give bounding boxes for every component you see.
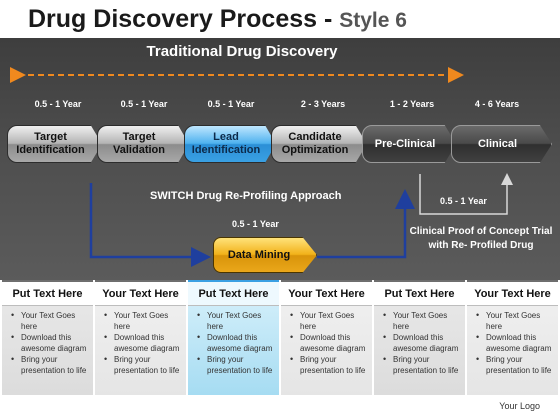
text-cards: Put Text Here Your Text Goes here Downlo…	[0, 280, 560, 395]
card-title[interactable]: Your Text Here	[467, 282, 558, 306]
card-bullet: Your Text Goes here	[197, 310, 275, 332]
duration-2: 0.5 - 1 Year	[120, 99, 168, 109]
duration-4: 2 - 3 Years	[300, 99, 346, 109]
card-bullet: Download this awesome diagram	[197, 332, 275, 354]
stage-label: Lead Identification	[191, 131, 261, 156]
stage-target-validation[interactable]: Target Validation	[97, 125, 189, 163]
text-card-5: Put Text Here Your Text Goes here Downlo…	[374, 280, 465, 395]
title-separator: -	[317, 5, 340, 33]
card-title[interactable]: Put Text Here	[188, 282, 279, 306]
stage-candidate-optimization[interactable]: Candidate Optimization	[271, 125, 367, 163]
card-title[interactable]: Your Text Here	[95, 282, 186, 306]
duration-5: 1 - 2 Years	[389, 99, 435, 109]
stage-label: Pre-Clinical	[374, 137, 436, 150]
card-bullet: Download this awesome diagram	[104, 332, 182, 354]
card-bullet: Download this awesome diagram	[290, 332, 368, 354]
card-bullets: Your Text Goes here Download this awesom…	[467, 306, 558, 376]
stage-clinical[interactable]: Clinical	[451, 125, 552, 163]
card-bullet: Bring your presentation to life	[383, 354, 461, 376]
switch-approach-label: SWITCH Drug Re-Profiling Approach	[150, 190, 342, 202]
stage-pre-clinical[interactable]: Pre-Clinical	[362, 125, 456, 163]
card-bullet: Your Text Goes here	[290, 310, 368, 332]
stage-target-identification[interactable]: Target Identification	[7, 125, 102, 163]
data-mining-duration: 0.5 - 1 Year	[232, 219, 279, 229]
card-bullet: Your Text Goes here	[476, 310, 554, 332]
stage-label: Target Validation	[113, 131, 165, 156]
card-bullet: Bring your presentation to life	[197, 354, 275, 376]
card-bullet: Your Text Goes here	[11, 310, 89, 332]
card-bullets: Your Text Goes here Download this awesom…	[281, 306, 372, 376]
switch-arrow-in	[89, 183, 211, 267]
text-card-6: Your Text Here Your Text Goes here Downl…	[467, 280, 558, 395]
card-bullet: Bring your presentation to life	[476, 354, 554, 376]
text-card-4: Your Text Here Your Text Goes here Downl…	[281, 280, 372, 395]
duration-1: 0.5 - 1 Year	[34, 99, 82, 109]
card-bullet: Bring your presentation to life	[11, 354, 89, 376]
card-bullets: Your Text Goes here Download this awesom…	[95, 306, 186, 376]
card-bullet: Bring your presentation to life	[104, 354, 182, 376]
logo-placeholder: Your Logo	[499, 401, 540, 411]
duration-6: 4 - 6 Years	[474, 99, 520, 109]
text-card-1: Put Text Here Your Text Goes here Downlo…	[2, 280, 93, 395]
card-title[interactable]: Put Text Here	[2, 282, 93, 306]
card-title[interactable]: Put Text Here	[374, 282, 465, 306]
data-mining-stage[interactable]: Data Mining	[213, 237, 317, 273]
stage-label: Candidate Optimization	[281, 131, 349, 156]
card-bullets: Your Text Goes here Download this awesom…	[188, 306, 279, 376]
page-title: Drug Discovery Process - Style 6	[0, 0, 560, 38]
data-mining-label: Data Mining	[227, 249, 291, 261]
duration-3: 0.5 - 1 Year	[207, 99, 255, 109]
pre-clinical-duration: 0.5 - 1 Year	[440, 196, 487, 206]
stage-label: Target Identification	[16, 131, 85, 156]
switch-arrow-out	[317, 189, 415, 259]
card-bullet: Your Text Goes here	[104, 310, 182, 332]
title-main: Drug Discovery Process	[28, 5, 318, 33]
card-bullets: Your Text Goes here Download this awesom…	[374, 306, 465, 376]
clinical-bracket	[419, 173, 513, 215]
clinical-proof-label: Clinical Proof of Concept Trial with Re-…	[409, 226, 553, 251]
card-bullets: Your Text Goes here Download this awesom…	[2, 306, 93, 376]
title-style: Style 6	[339, 9, 407, 32]
card-title[interactable]: Your Text Here	[281, 282, 372, 306]
stage-label: Clinical	[477, 137, 518, 150]
text-card-2: Your Text Here Your Text Goes here Downl…	[95, 280, 186, 395]
card-bullet: Bring your presentation to life	[290, 354, 368, 376]
text-card-3: Put Text Here Your Text Goes here Downlo…	[188, 280, 279, 395]
card-bullet: Download this awesome diagram	[11, 332, 89, 354]
card-bullet: Download this awesome diagram	[383, 332, 461, 354]
card-bullet: Your Text Goes here	[383, 310, 461, 332]
traditional-title: Traditional Drug Discovery	[146, 43, 338, 60]
stage-lead-identification[interactable]: Lead Identification	[184, 125, 276, 163]
card-bullet: Download this awesome diagram	[476, 332, 554, 354]
